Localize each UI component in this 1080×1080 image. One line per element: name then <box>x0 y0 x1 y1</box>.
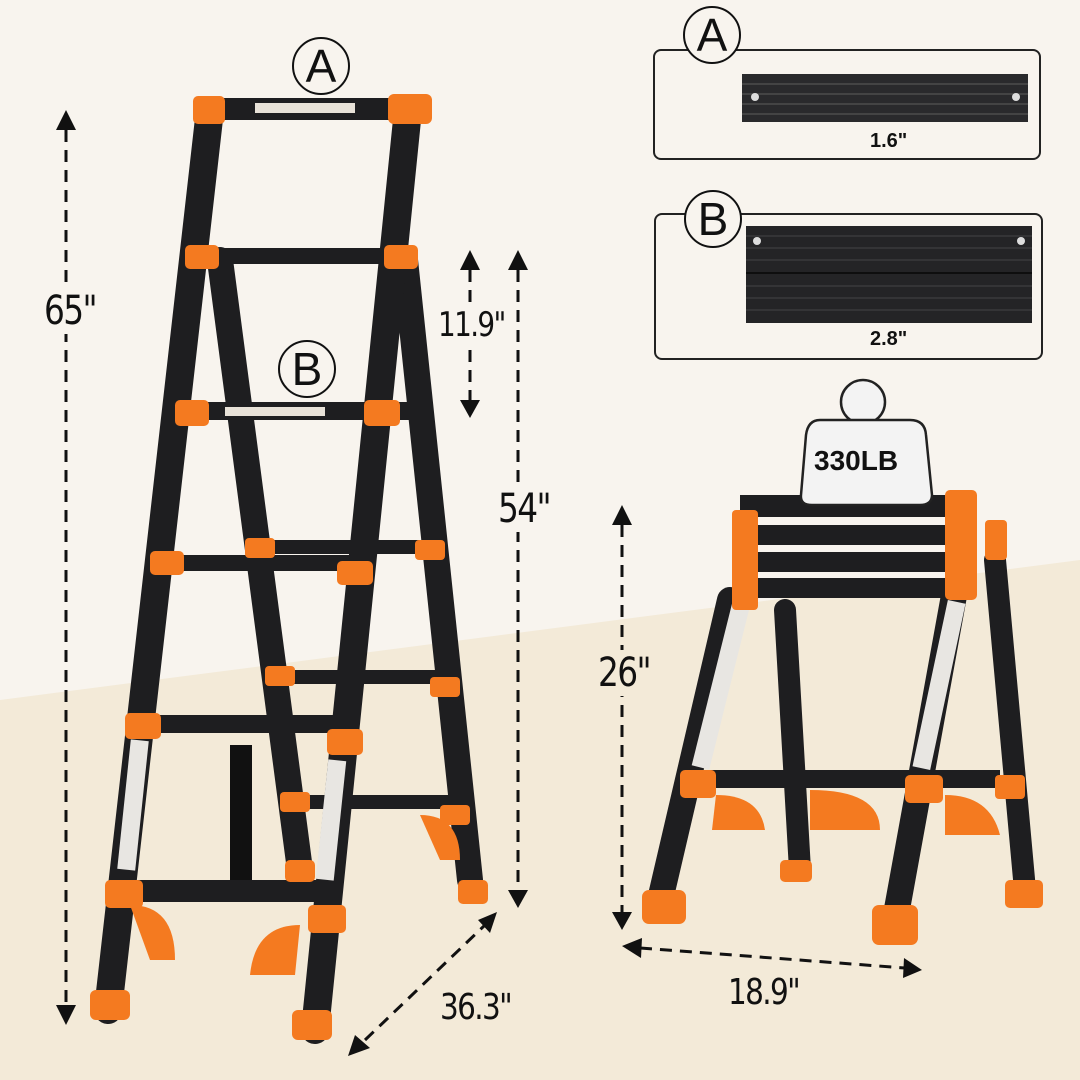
marker-b-main: B <box>278 340 336 398</box>
marker-a-main: A <box>292 37 350 95</box>
step-a-width-label: 1.6" <box>870 130 908 152</box>
dimension-folded-height: 26" <box>598 650 652 696</box>
arrow-heads <box>56 110 922 1056</box>
main-ladder <box>90 94 488 1044</box>
step-a-image <box>742 74 1028 122</box>
dimension-total-height: 65" <box>44 288 98 334</box>
marker-a-detail: A <box>683 6 741 64</box>
weight-icon <box>799 378 934 507</box>
load-capacity-label: 330LB <box>814 445 899 476</box>
folded-ladder <box>642 490 1043 945</box>
marker-b-detail: B <box>684 190 742 248</box>
dimension-lines <box>64 130 906 1042</box>
dimension-base-depth: 36.3" <box>440 987 513 1028</box>
step-a-detail-panel <box>653 49 1041 160</box>
step-b-width-label: 2.8" <box>870 328 908 350</box>
step-b-detail-panel <box>654 213 1043 360</box>
dimension-platform-height: 54" <box>498 486 552 532</box>
dimension-folded-width: 18.9" <box>728 972 801 1013</box>
dimension-step-spacing: 11.9" <box>438 305 506 345</box>
step-b-image <box>746 226 1032 323</box>
